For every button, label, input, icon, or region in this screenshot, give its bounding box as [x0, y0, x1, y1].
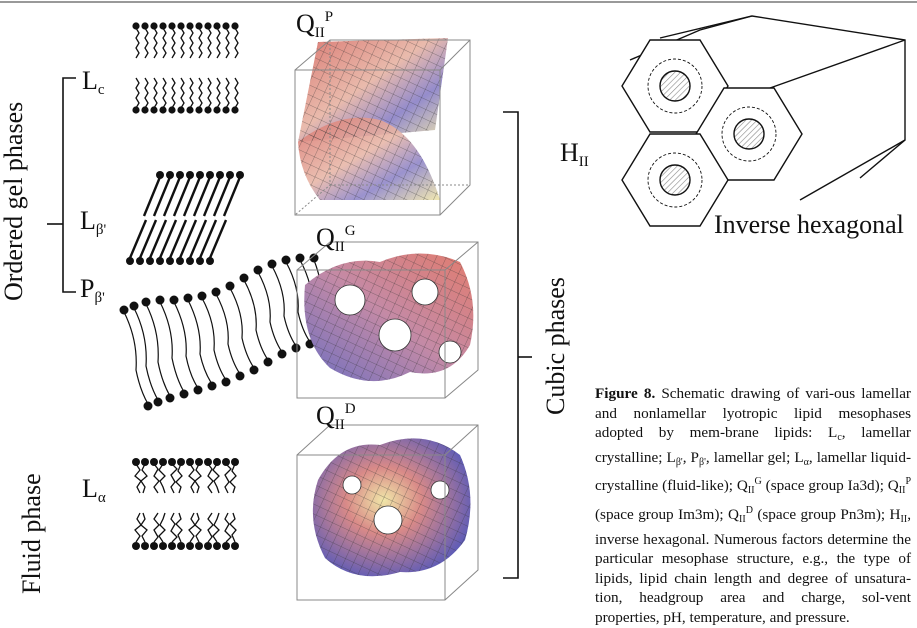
- phase-label-lc: Lc: [82, 66, 105, 98]
- caption-line: Im3m); QIID (space group Pn3m); HII,: [678, 504, 911, 525]
- caption-line: vent properties, pH, temperature, and: [595, 589, 911, 626]
- figure-caption: Figure 8. Schematic drawing of vari-ous …: [595, 384, 911, 628]
- phase-label-pbeta: Pβ': [80, 274, 105, 306]
- caption-line: inverse hexagonal. Numerous factors: [595, 530, 823, 548]
- lalpha-bilayer-drawing: [132, 458, 239, 550]
- ordered-gel-phases-label: Ordered gel phases: [0, 101, 28, 301]
- caption-line: brane lipids: Lc, lamellar crystalline;: [595, 424, 911, 466]
- caption-line: Schematic drawing of vari-: [661, 385, 835, 402]
- caption-line: (space group Ia3d); QIIP (space group: [595, 476, 912, 523]
- caption-line: tion, headgroup area and charge, sol-: [595, 589, 885, 607]
- hexagonal-prisms-drawing: [621, 15, 906, 227]
- phase-label-lbeta: Lβ': [80, 206, 107, 238]
- caption-line: chain length and degree of unsatura-: [674, 569, 912, 587]
- caption-line: determine the particular mesophase: [595, 530, 911, 568]
- caption-line: liquid-crystalline (fluid-like); QIIG: [595, 448, 912, 497]
- caption-line: Lβ', Pβ', lamellar gel; Lα, lamellar: [666, 448, 867, 468]
- phase-label-qd: QIID: [316, 401, 356, 433]
- cubic-bracket: [503, 111, 532, 579]
- gel-bracket: [47, 77, 76, 293]
- figure-label: Figure 8.: [595, 385, 656, 402]
- caption-line: lipid mesophases adopted by mem-: [595, 404, 912, 442]
- phase-label-qg: QIIG: [316, 223, 356, 255]
- qd-cube-surface: [296, 424, 479, 601]
- pbeta-bilayer-drawing: [119, 253, 337, 411]
- phase-label-hii: HII: [560, 138, 589, 170]
- lc-bilayer-drawing: [132, 22, 239, 114]
- qg-cube-surface: [296, 241, 479, 399]
- phase-label-lalpha: Lα: [82, 474, 106, 506]
- qp-cube-surface: [294, 38, 471, 216]
- lbeta-bilayer-drawing: [126, 171, 244, 265]
- caption-text: Schematic drawing of vari-ous lamellar a…: [595, 385, 911, 626]
- caption-line: pressure.: [795, 608, 850, 626]
- caption-line: structure, e.g., the type of lipids, lip…: [595, 550, 912, 587]
- caption-line: ous lamellar and nonlamellar lyotropic: [595, 385, 911, 422]
- fluid-phase-label: Fluid phase: [17, 473, 46, 594]
- cubic-phases-label: Cubic phases: [541, 277, 570, 415]
- phase-label-qp: QIIP: [296, 9, 334, 41]
- inverse-hexagonal-label: Inverse hexagonal: [714, 210, 904, 239]
